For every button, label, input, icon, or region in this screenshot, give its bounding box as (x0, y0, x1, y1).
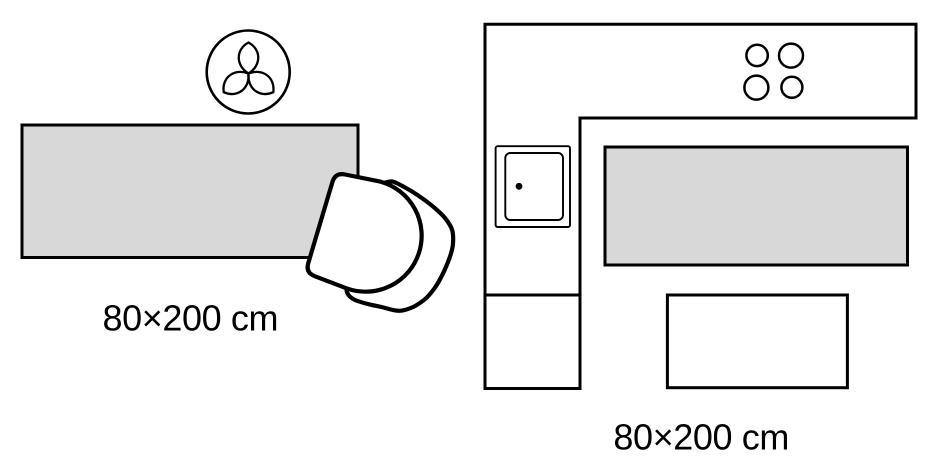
svg-text:80×200 cm: 80×200 cm (103, 297, 279, 338)
svg-text:80×200 cm: 80×200 cm (613, 417, 789, 458)
